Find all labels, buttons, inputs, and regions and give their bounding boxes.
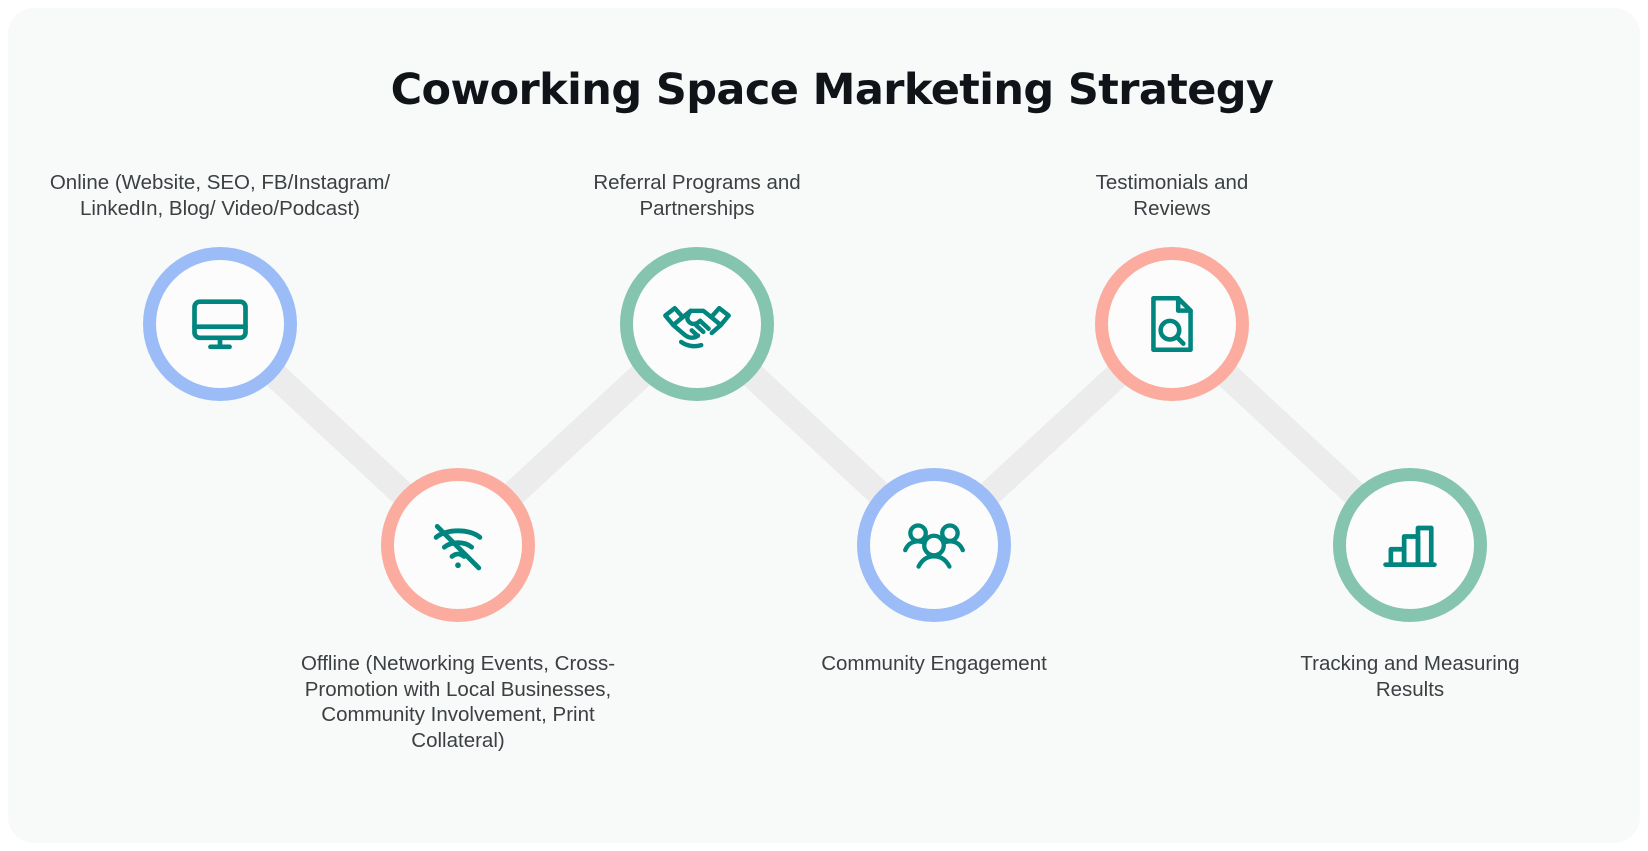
handshake-icon (659, 286, 735, 362)
label-line: Reviews (1133, 196, 1211, 220)
label-line: Testimonials and (1095, 171, 1249, 194)
label-line: Community Engagement (821, 652, 1047, 675)
label-online: Online (Website, SEO, FB/Instagram/ Link… (30, 170, 410, 221)
document-search-icon (1139, 291, 1205, 357)
page-title: Coworking Space Marketing Strategy (390, 65, 1274, 115)
people-group-icon (897, 508, 971, 582)
label-line: Community Involvement, Print (321, 703, 595, 726)
label-line: Partnerships (639, 196, 755, 220)
label-community: Community Engagement (784, 651, 1084, 677)
label-line: Results (1375, 677, 1445, 701)
label-line: Referral Programs and (593, 171, 801, 194)
node-referral[interactable] (620, 247, 774, 401)
node-community[interactable] (857, 468, 1011, 622)
label-line: Tracking and Measuring (1300, 652, 1520, 675)
node-offline[interactable] (381, 468, 535, 622)
label-referral: Referral Programs and Partnerships (547, 170, 847, 221)
label-line: Collateral) (411, 728, 505, 752)
monitor-icon (186, 290, 254, 358)
diagram-card: Coworking Space Marketing Strategy Onlin… (8, 8, 1640, 843)
label-offline: Offline (Networking Events, Cross- Promo… (273, 651, 643, 753)
node-tracking[interactable] (1333, 468, 1487, 622)
bar-chart-icon (1376, 511, 1444, 579)
node-online[interactable] (143, 247, 297, 401)
label-line: Offline (Networking Events, Cross- (300, 652, 616, 675)
label-tracking: Tracking and Measuring Results (1260, 651, 1560, 702)
wifi-off-icon (423, 510, 493, 580)
label-testimonials: Testimonials and Reviews (1022, 170, 1322, 221)
label-line: Promotion with Local Businesses, (304, 677, 612, 701)
label-line: Online (Website, SEO, FB/Instagram/ (49, 171, 391, 194)
node-testimonials[interactable] (1095, 247, 1249, 401)
label-line: LinkedIn, Blog/ Video/Podcast) (80, 196, 360, 220)
